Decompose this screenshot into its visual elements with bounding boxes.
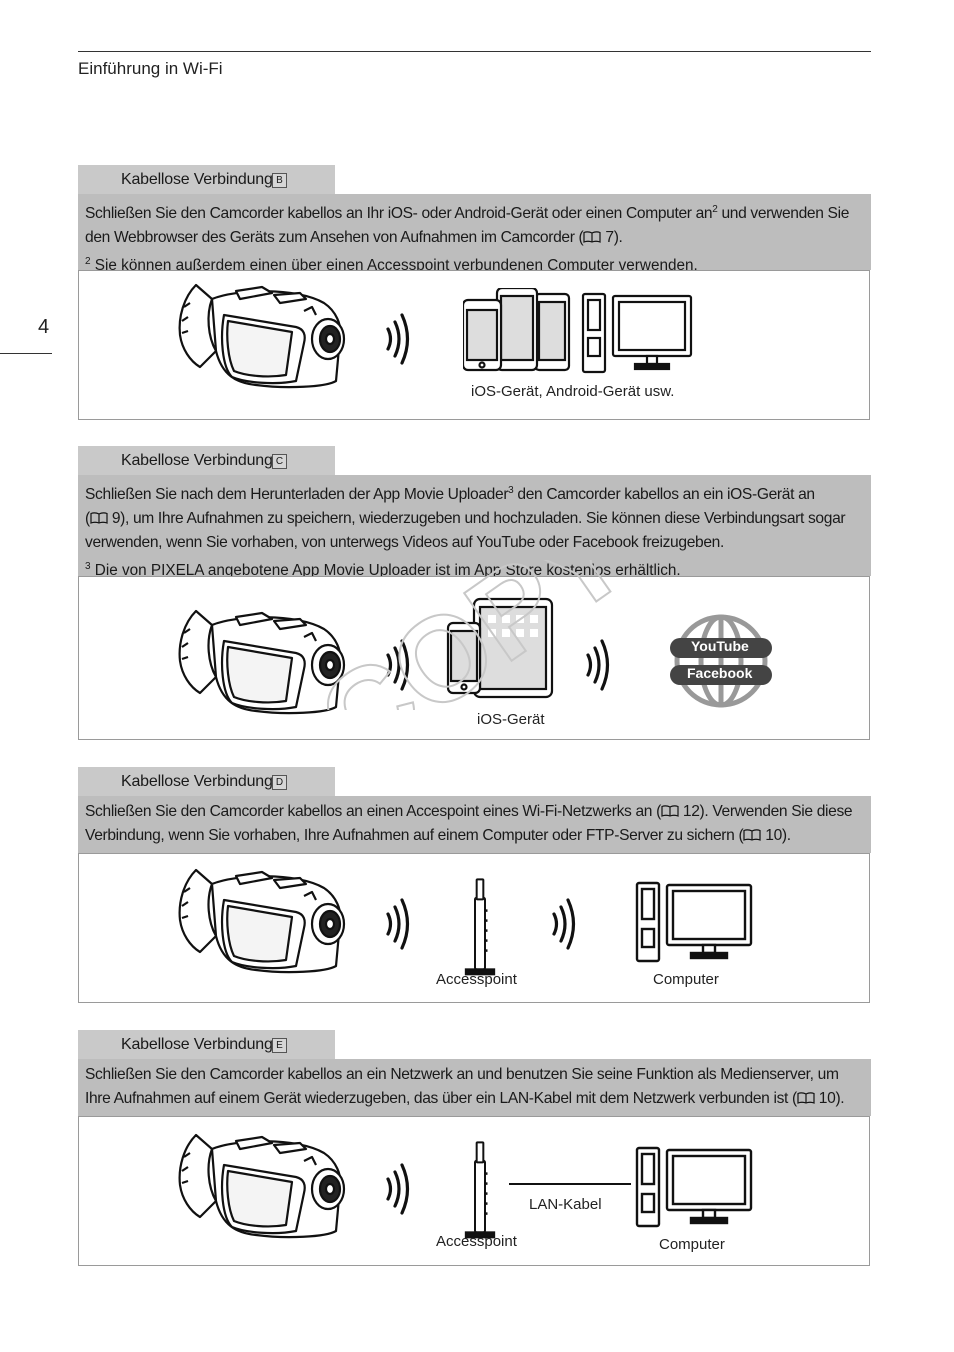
access-point-icon	[455, 1139, 505, 1239]
page-number: 4	[38, 316, 49, 339]
book-icon	[661, 805, 679, 817]
copy-watermark: COPY	[305, 560, 645, 710]
section-e-tab-label: Kabellose Verbindung	[121, 1030, 273, 1059]
wifi-waves-icon	[385, 311, 411, 367]
section-c-text-3: verwenden, wenn Sie vorhaben, von unterw…	[85, 534, 724, 551]
globe-icon	[668, 613, 774, 709]
facebook-label: Facebook	[687, 665, 752, 681]
section-e-diagram: Accesspoint LAN-Kabel Computer	[78, 1116, 870, 1266]
section-b-text-2: den Webbrowser des Geräts zum Ansehen vo…	[85, 229, 583, 246]
section-d-page-ref-2[interactable]: 10).	[761, 827, 790, 844]
section-b-description: Schließen Sie den Camcorder kabellos an …	[78, 194, 871, 270]
book-icon	[743, 829, 761, 841]
computer-icon	[635, 1143, 755, 1231]
lan-cable-label: LAN-Kabel	[529, 1196, 602, 1213]
section-d-accesspoint-label: Accesspoint	[436, 971, 517, 988]
section-e-text-2: Ihre Aufnahmen auf einem Gerät wiederzug…	[85, 1090, 797, 1107]
section-d-text-2: Verbindung, wenn Sie vorhaben, Ihre Aufn…	[85, 827, 743, 844]
section-d-computer-label: Computer	[653, 971, 719, 988]
section-b-tab-label: Kabellose Verbindung	[121, 165, 273, 194]
section-c-text-1: Schließen Sie nach dem Herunterladen der…	[85, 486, 508, 503]
section-e-page-ref[interactable]: 10).	[815, 1090, 844, 1107]
access-point-icon	[455, 876, 505, 976]
section-d-page-ref-1[interactable]: 12). Verwenden Sie diese	[679, 803, 852, 820]
section-b-caption: iOS-Gerät, Android-Gerät usw.	[471, 383, 674, 400]
section-d-description: Schließen Sie den Camcorder kabellos an …	[78, 796, 871, 853]
section-b-letter-badge: B	[272, 173, 287, 188]
section-c-tab: Kabellose Verbindung C	[78, 446, 335, 475]
section-c-tab-label: Kabellose Verbindung	[121, 446, 273, 475]
wifi-waves-icon	[385, 896, 411, 952]
section-b-text-1b: und verwenden Sie	[717, 205, 849, 222]
camcorder-icon	[176, 1127, 356, 1242]
computer-icon	[635, 878, 755, 966]
watermark-text: COPY	[305, 560, 645, 710]
book-icon	[90, 512, 108, 524]
section-b-page-ref[interactable]: 7).	[601, 229, 622, 246]
page-number-rule	[0, 353, 52, 354]
section-e-tab: Kabellose Verbindung E	[78, 1030, 335, 1059]
book-icon	[797, 1092, 815, 1104]
section-c-text-2[interactable]: 9), um Ihre Aufnahmen zu speichern, wied…	[108, 510, 845, 527]
book-icon	[583, 231, 601, 243]
camcorder-icon	[176, 862, 356, 977]
header-rule	[78, 51, 871, 52]
section-d-tab: Kabellose Verbindung D	[78, 767, 335, 796]
section-b-diagram: iOS-Gerät, Android-Gerät usw.	[78, 270, 870, 420]
section-c-caption: iOS-Gerät	[477, 711, 545, 728]
smartphones-tablet-computer-icon	[463, 288, 703, 380]
page-header-title: Einführung in Wi-Fi	[78, 59, 223, 79]
wifi-waves-icon	[551, 896, 577, 952]
camcorder-icon	[176, 277, 356, 392]
section-b-tab: Kabellose Verbindung B	[78, 165, 335, 194]
section-e-text-1: Schließen Sie den Camcorder kabellos an …	[85, 1066, 839, 1083]
section-c-letter-badge: C	[272, 454, 287, 469]
lan-cable-line	[509, 1183, 631, 1185]
section-e-letter-badge: E	[272, 1038, 287, 1053]
section-e-accesspoint-label: Accesspoint	[436, 1233, 517, 1250]
section-c-text-1b: den Camcorder kabellos an ein iOS-Gerät …	[513, 486, 814, 503]
section-d-text-1: Schließen Sie den Camcorder kabellos an …	[85, 803, 661, 820]
wifi-waves-icon	[385, 1161, 411, 1217]
section-d-letter-badge: D	[272, 775, 287, 790]
section-e-description: Schließen Sie den Camcorder kabellos an …	[78, 1059, 871, 1116]
section-b-text-1: Schließen Sie den Camcorder kabellos an …	[85, 205, 712, 222]
section-d-diagram: Accesspoint Computer	[78, 853, 870, 1003]
section-e-computer-label: Computer	[659, 1236, 725, 1253]
section-d-tab-label: Kabellose Verbindung	[121, 767, 273, 796]
youtube-label: YouTube	[691, 638, 749, 654]
